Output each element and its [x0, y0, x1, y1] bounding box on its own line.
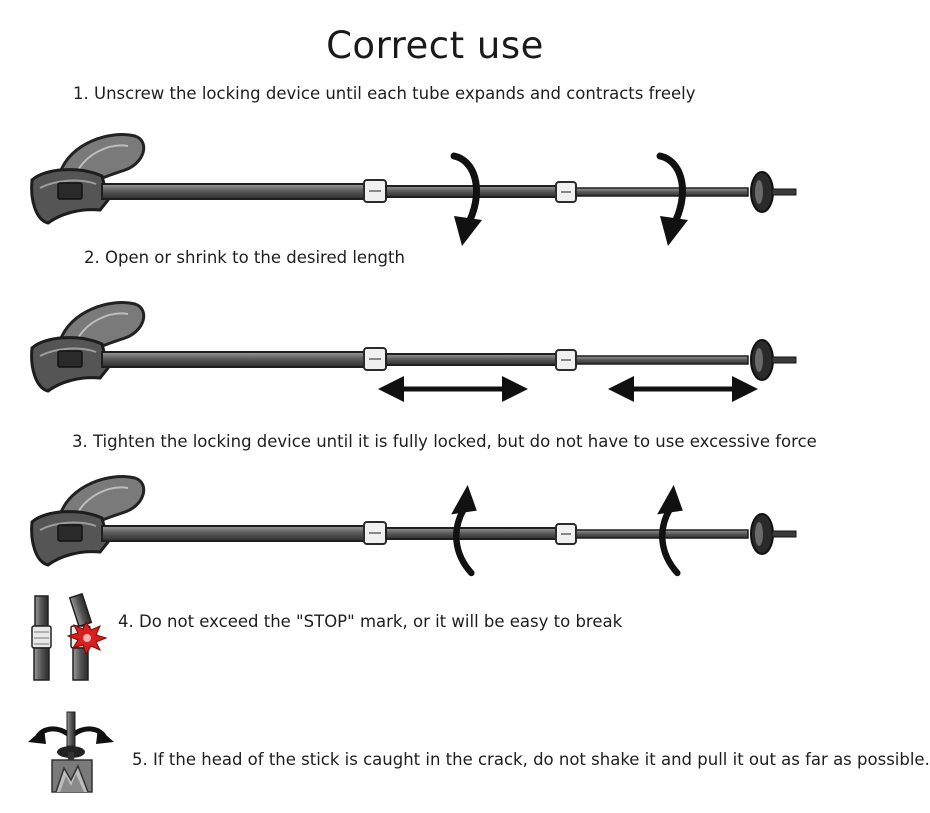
step-5-text: 5. If the head of the stick is caught in…: [132, 750, 930, 769]
trekking-pole-tighten-icon: [30, 475, 798, 580]
stop-mark-break-icon: [31, 592, 108, 681]
step-1-text: 1. Unscrew the locking device until each…: [73, 84, 696, 103]
step-2-text: 2. Open or shrink to the desired length: [84, 248, 405, 267]
page-title: Correct use: [326, 24, 544, 67]
trekking-pole-unscrew-icon: [30, 133, 798, 258]
step-4-text: 4. Do not exceed the "STOP" mark, or it …: [118, 612, 623, 631]
trekking-pole-adjust-length-icon: [30, 301, 798, 416]
step-3-text: 3. Tighten the locking device until it i…: [72, 432, 817, 451]
stuck-tip-pull-out-icon: [28, 711, 114, 793]
